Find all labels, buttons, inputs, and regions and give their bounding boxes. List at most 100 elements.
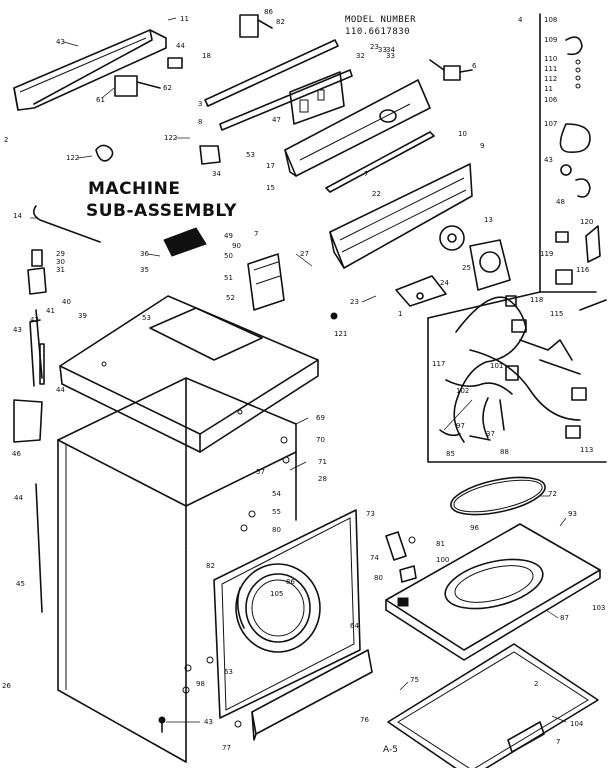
- part-label: 30: [56, 258, 65, 266]
- part-label: 2: [534, 680, 538, 688]
- part-label: 77: [222, 744, 231, 752]
- part-label: 25: [462, 264, 471, 272]
- part-label: 97: [456, 422, 465, 430]
- part-label: 6: [472, 62, 477, 70]
- part-label: 43: [544, 156, 553, 164]
- part-label: 55: [272, 508, 281, 516]
- part-label: 48: [556, 198, 565, 206]
- part-label: 113: [580, 446, 593, 454]
- part-label: 100: [436, 556, 449, 564]
- part-label: 23: [370, 43, 379, 51]
- part-label: 101: [490, 362, 503, 370]
- part-label: 61: [96, 96, 105, 104]
- left-side-parts: [13, 205, 101, 443]
- part-label: 117: [432, 360, 445, 368]
- part-label: 76: [360, 716, 369, 724]
- leader-lines: [30, 17, 567, 723]
- part-label: 87: [560, 614, 569, 622]
- part-label: 17: [266, 162, 275, 170]
- part-label: 1: [398, 310, 402, 318]
- part-label: 2: [4, 136, 8, 144]
- part-label: 102: [456, 387, 469, 395]
- part-label: 7: [556, 738, 560, 746]
- motor-pulley: [439, 225, 511, 291]
- part-label: 43: [204, 718, 213, 726]
- model-number-label: MODEL NUMBER: [345, 15, 416, 25]
- part-label: 74: [370, 554, 379, 562]
- part-label: 39: [78, 312, 87, 320]
- timer-part: [429, 59, 473, 81]
- part-label: 23: [350, 298, 359, 306]
- part-label: 26: [2, 682, 11, 690]
- toe-kick-panel: [251, 649, 373, 741]
- part-label: 86: [264, 8, 273, 16]
- part-label: 32: [356, 52, 365, 60]
- washer-lid: [387, 643, 599, 768]
- part-label: 33: [386, 52, 395, 60]
- part-label: 90: [232, 242, 241, 250]
- tub-ring: [450, 476, 546, 516]
- part-label: 72: [548, 490, 557, 498]
- part-label: 14: [13, 212, 22, 220]
- part-label: 110: [544, 55, 557, 63]
- part-label: 81: [436, 540, 445, 548]
- part-label: 75: [410, 676, 419, 684]
- part-label: 36: [140, 250, 149, 258]
- part-label: 122: [164, 134, 177, 142]
- part-label: 44: [176, 42, 185, 50]
- part-label: 82: [206, 562, 215, 570]
- selector-switch: [239, 14, 273, 38]
- backsplash-console: [325, 131, 473, 269]
- control-brackets: [95, 57, 221, 165]
- part-label: 107: [544, 120, 557, 128]
- part-label: 115: [550, 310, 563, 318]
- part-label: 116: [576, 266, 590, 274]
- part-label: 49: [224, 232, 233, 240]
- part-label: 51: [224, 274, 233, 282]
- part-label: 103: [592, 604, 605, 612]
- part-label: 40: [62, 298, 71, 306]
- part-label: 85: [446, 450, 455, 458]
- part-label: 118: [530, 296, 543, 304]
- part-label: 44: [14, 494, 23, 502]
- part-label: 41: [46, 307, 55, 315]
- part-label: 7: [254, 230, 258, 238]
- model-number-value: 110.6617830: [345, 27, 410, 37]
- part-label: 82: [276, 18, 285, 26]
- console-rods: [204, 39, 353, 131]
- front-panel: [213, 509, 361, 719]
- part-label: 34: [386, 46, 395, 54]
- part-label: 33: [378, 46, 387, 54]
- wire-harness-inset: [427, 13, 607, 463]
- part-label: 22: [372, 190, 381, 198]
- part-label: 42: [30, 316, 39, 324]
- part-label: 109: [544, 36, 557, 44]
- console-panel: [284, 79, 431, 177]
- part-label: 8: [198, 118, 202, 126]
- part-label: 80: [272, 526, 281, 534]
- part-label: 46: [12, 450, 21, 458]
- part-label: 44: [56, 386, 65, 394]
- part-label: 54: [272, 490, 281, 498]
- part-label: 104: [570, 720, 584, 728]
- lid-hinge-parts: [385, 531, 417, 583]
- top-panel: [59, 295, 319, 453]
- part-label: 62: [163, 84, 172, 92]
- part-label: 69: [316, 414, 325, 422]
- part-label: 28: [318, 475, 327, 483]
- page-reference: A-5: [383, 745, 398, 755]
- diagram-title-line2: SUB-ASSEMBLY: [86, 201, 237, 221]
- control-housing: [289, 71, 345, 125]
- part-label: 29: [56, 250, 65, 258]
- part-label: 108: [544, 16, 557, 24]
- part-label: 63: [224, 668, 233, 676]
- part-label: 35: [140, 266, 149, 274]
- part-label: 120: [580, 218, 593, 226]
- part-label: 47: [272, 116, 281, 124]
- console-end-cap: [13, 29, 167, 111]
- part-label: 24: [440, 279, 449, 287]
- part-label: 10: [458, 130, 467, 138]
- part-callouts: 43 11 86 82 18 44 61 62 3 8 2 122 33 34 …: [2, 8, 605, 752]
- part-label: 43: [56, 38, 65, 46]
